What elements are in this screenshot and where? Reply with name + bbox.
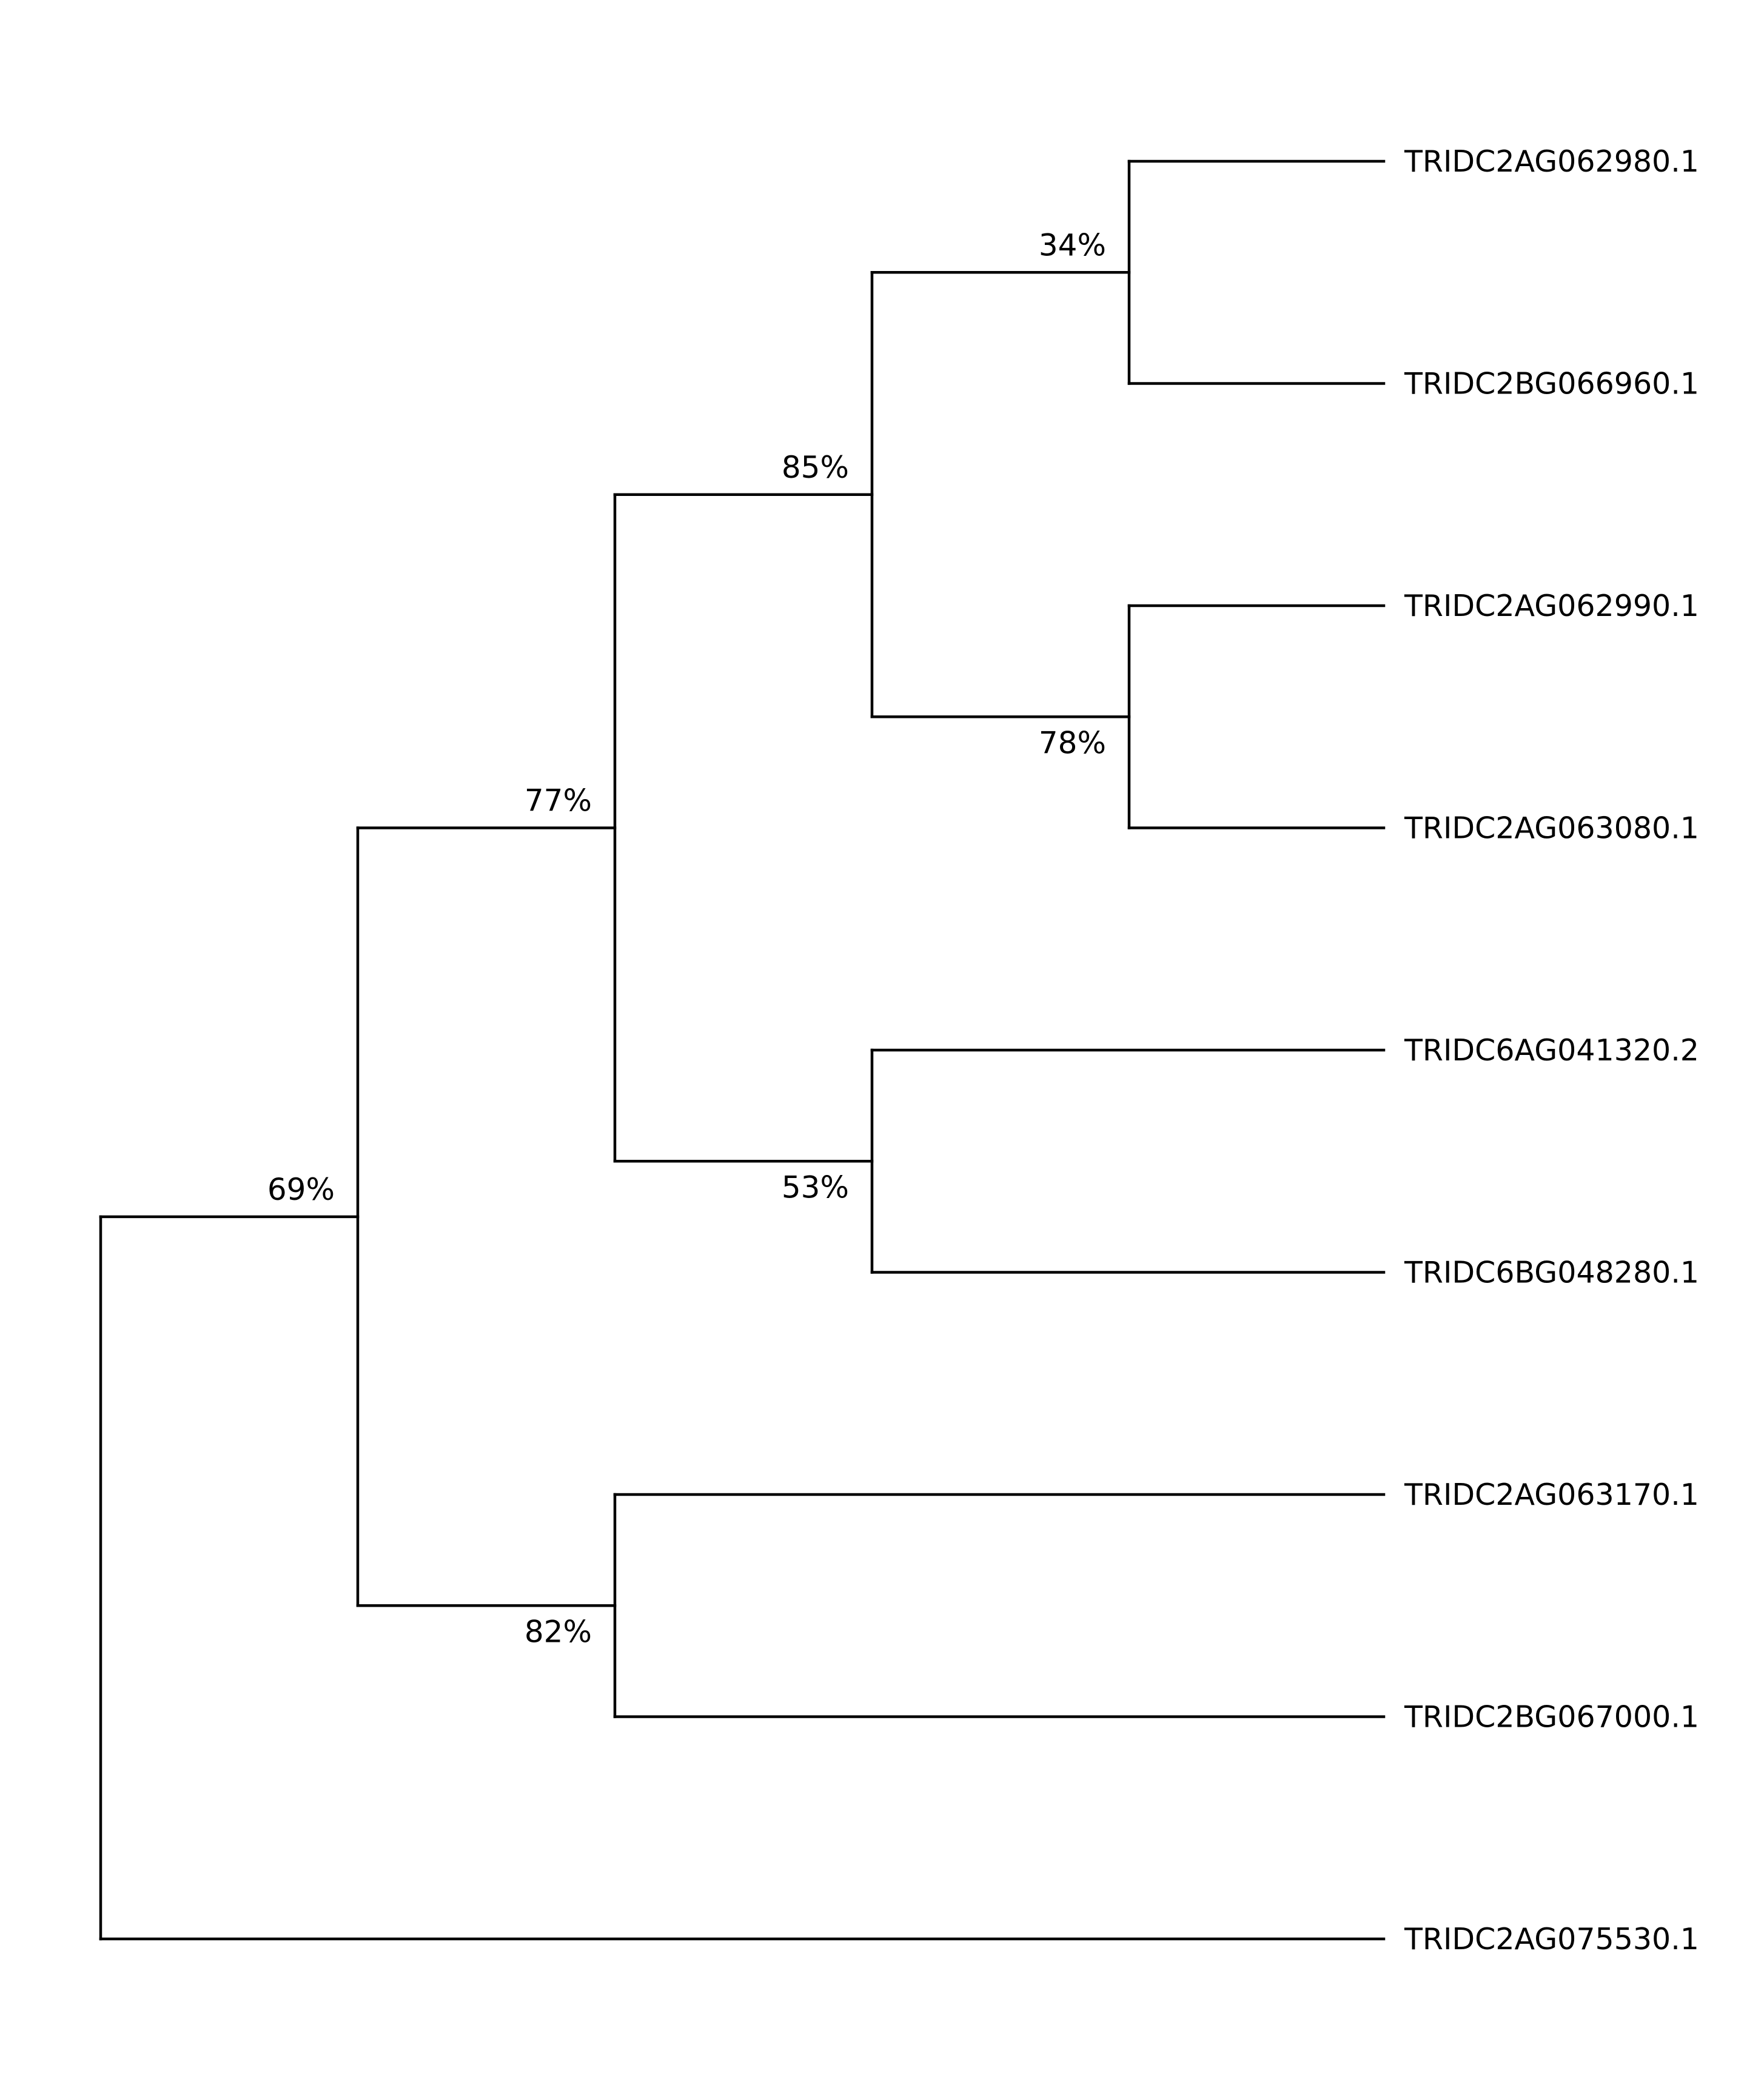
leaf-label: TRIDC2AG075530.1	[1404, 1922, 1699, 1956]
leaf-label: TRIDC2AG062980.1	[1404, 144, 1699, 179]
leaf-label: TRIDC6BG048280.1	[1404, 1256, 1699, 1290]
leaf-label: TRIDC2BG066960.1	[1404, 367, 1699, 401]
support-values: 34% 78% 85% 53% 77% 82% 69%	[267, 227, 1106, 1649]
support-value-c69: 69%	[267, 1172, 335, 1207]
support-value-c34: 34%	[1039, 227, 1106, 263]
support-value-c53: 53%	[782, 1170, 849, 1205]
leaf-label: TRIDC2AG062990.1	[1404, 589, 1699, 623]
leaf-label: TRIDC2BG067000.1	[1404, 1700, 1699, 1735]
support-value-c77: 77%	[525, 783, 592, 818]
support-value-c78: 78%	[1039, 725, 1106, 760]
tree-branches	[99, 159, 1386, 1941]
leaf-label: TRIDC6AG041320.2	[1404, 1033, 1699, 1068]
leaf-label: TRIDC2AG063170.1	[1404, 1478, 1699, 1512]
leaf-labels: TRIDC2AG062980.1TRIDC2BG066960.1TRIDC2AG…	[1404, 144, 1699, 1956]
leaf-label: TRIDC2AG063080.1	[1404, 811, 1699, 846]
support-value-c82: 82%	[525, 1614, 592, 1649]
support-value-c85: 85%	[782, 450, 849, 485]
